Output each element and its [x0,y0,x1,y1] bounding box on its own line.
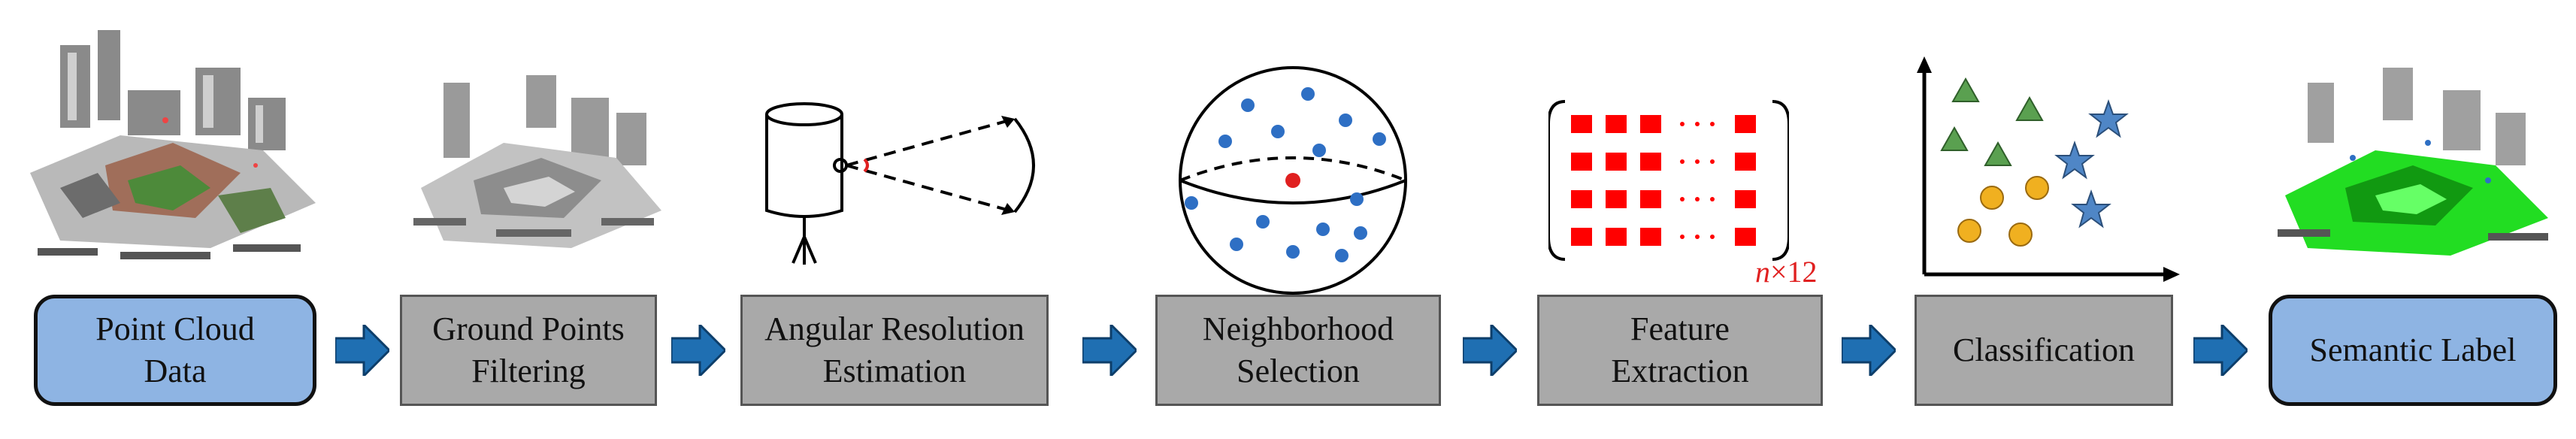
point-cloud-image [30,30,316,259]
arrow-icon-1 [335,325,389,376]
arrow-icon-4 [1463,325,1517,376]
arrow-icon-3 [1082,325,1137,376]
step-classification: Classification [1915,295,2173,406]
step-point-cloud-data: Point Cloud Data [34,295,316,406]
filtered-point-cloud-image [413,75,661,248]
scatter-classes-icon [1917,56,2180,282]
matrix-size-label: n×12 [1755,255,1818,289]
step-neighborhood-selection: Neighborhood Selection [1155,295,1441,406]
labeled-point-cloud-image [2278,68,2548,256]
step-feature-extraction: Feature Extraction [1537,295,1823,406]
step-ground-points-filtering: Ground Points Filtering [400,295,657,406]
step-semantic-label: Semantic Label [2269,295,2557,406]
arrow-icon-2 [671,325,725,376]
arrow-icon-6 [2193,325,2248,376]
neighborhood-sphere-icon [1179,66,1407,295]
lidar-sensor-icon [765,102,1035,265]
feature-matrix-icon [1548,100,1789,261]
step-angular-resolution-estimation: Angular Resolution Estimation [740,295,1049,406]
arrow-icon-5 [1842,325,1896,376]
